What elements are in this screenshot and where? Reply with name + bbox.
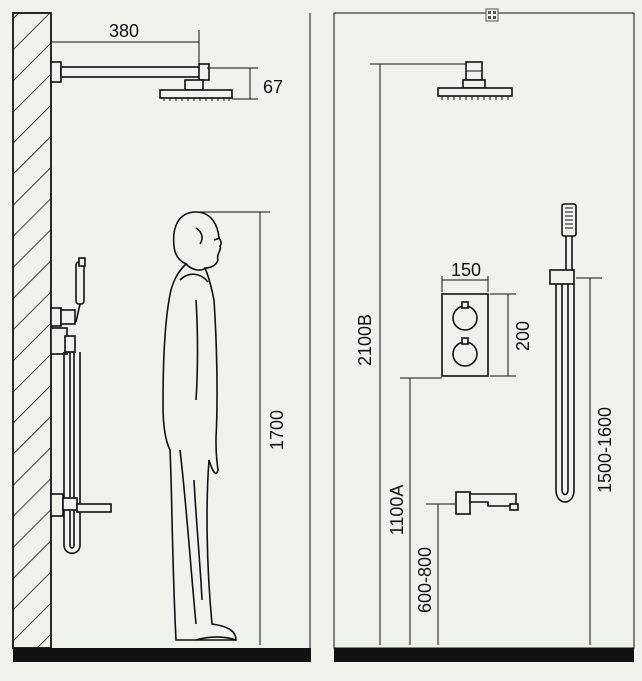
shower-arm [50, 61, 233, 101]
dim-shower-head-height: 2100B [355, 63, 466, 645]
svg-text:1500-1600: 1500-1600 [595, 407, 615, 493]
bath-spout [455, 491, 519, 515]
svg-text:2100B: 2100B [355, 314, 375, 366]
left-view: 380 67 1700 [12, 12, 311, 662]
hand-shower-rail [549, 203, 577, 503]
svg-text:200: 200 [513, 321, 533, 351]
valve-plate [441, 293, 489, 377]
svg-text:380: 380 [109, 21, 139, 41]
dim-valve-mount-height: 1100A [387, 377, 442, 645]
dim-head-drop: 67 [207, 67, 283, 100]
dim-valve-width: 150 [441, 260, 489, 292]
qr-code-icon [485, 8, 499, 22]
svg-text:600-800: 600-800 [415, 547, 435, 613]
dim-arm-length: 380 [50, 21, 200, 66]
svg-text:1100A: 1100A [387, 485, 407, 536]
right-view: 2100B 150 200 1100A [333, 8, 635, 662]
ceiling-shower-head [437, 61, 513, 100]
svg-text:150: 150 [451, 260, 481, 280]
dim-valve-height: 200 [490, 293, 533, 377]
svg-text:1700: 1700 [267, 410, 287, 450]
svg-text:67: 67 [263, 77, 283, 97]
floor-left [13, 648, 311, 662]
slide-rail-assembly [50, 257, 112, 555]
wall [12, 12, 52, 649]
dim-hand-shower-height: 1500-1600 [576, 277, 615, 645]
person-silhouette [162, 211, 237, 641]
dim-person-height: 1700 [200, 211, 287, 645]
floor-right [334, 648, 634, 662]
dim-spout-height: 600-800 [415, 503, 456, 645]
